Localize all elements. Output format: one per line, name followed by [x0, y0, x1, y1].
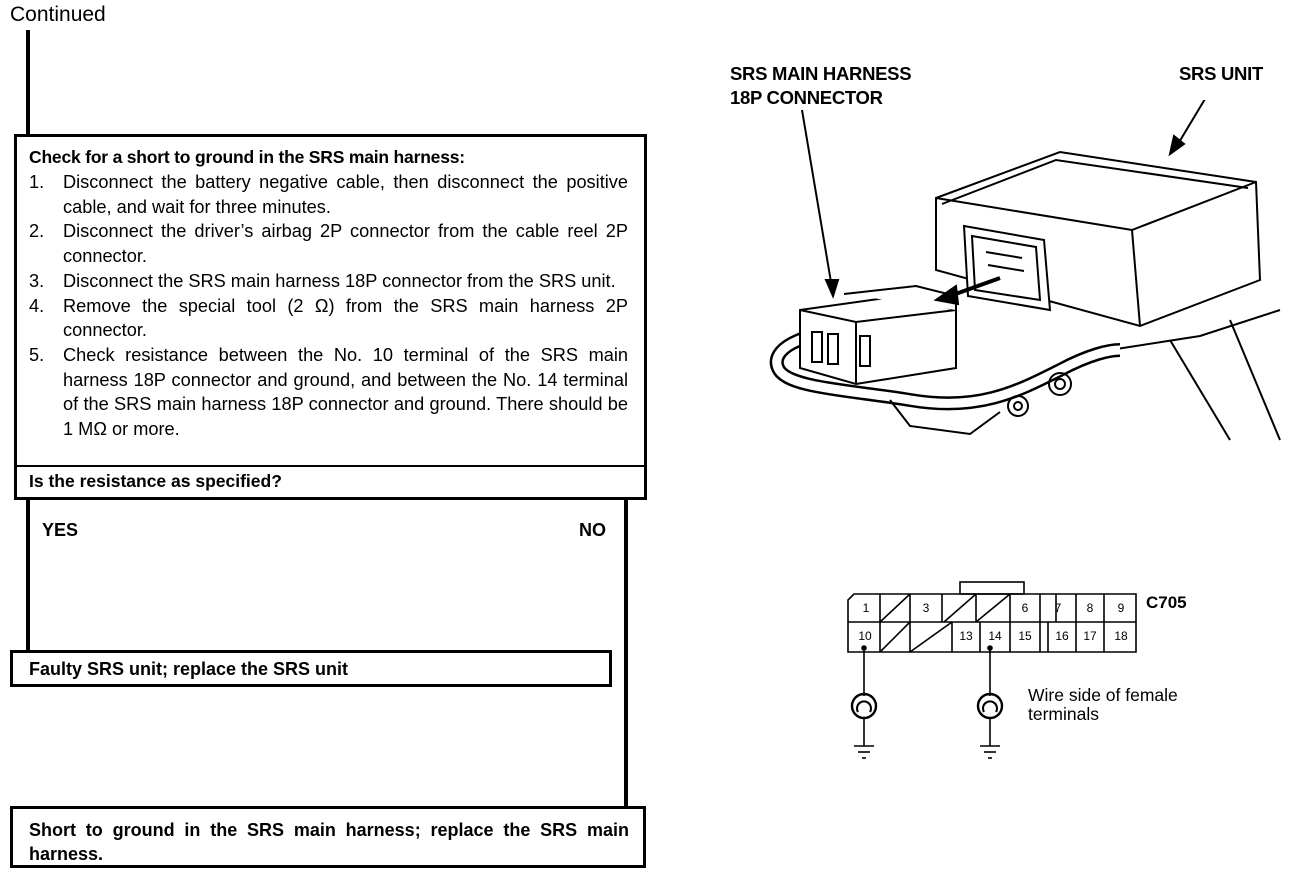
- no-branch-line: [624, 500, 628, 808]
- srs-unit-label: SRS UNIT: [1179, 63, 1263, 84]
- wire-side-note-line1: Wire side of female: [1028, 685, 1178, 705]
- check-box: Check for a short to ground in the SRS m…: [14, 134, 647, 500]
- connector-label-line1: SRS MAIN HARNESS: [730, 63, 912, 84]
- wire-side-note: Wire side of female terminals: [1028, 686, 1178, 724]
- check-step: 2. Disconnect the driver’s airbag 2P conn…: [17, 219, 644, 268]
- harness-connector-body: [799, 294, 957, 386]
- check-step: 1. Disconnect the battery negative cable,…: [17, 170, 644, 219]
- step-text: Disconnect the battery negative cable, t…: [63, 172, 628, 217]
- step-text: Check resistance between the No. 10 term…: [63, 344, 628, 440]
- terminal-1: 1: [863, 601, 870, 615]
- terminal-6: 6: [1022, 601, 1029, 615]
- bolt: [1007, 395, 1029, 417]
- terminal-13: 13: [959, 629, 973, 643]
- yes-label: YES: [42, 520, 79, 540]
- connector-leader-line: [801, 109, 833, 289]
- connector-label-line2: 18P CONNECTOR: [730, 87, 883, 108]
- yes-branch-line: [26, 500, 30, 652]
- wire-side-note-line2: terminals: [1028, 704, 1099, 724]
- step-text: Remove the special tool (2 Ω) from the S…: [63, 295, 628, 341]
- terminal-9: 9: [1118, 601, 1125, 615]
- step-number: 2.: [29, 221, 45, 242]
- terminal-8: 8: [1087, 601, 1094, 615]
- connector-id: C705: [1146, 593, 1187, 612]
- flow-line-top: [26, 30, 30, 136]
- check-title: Check for a short to ground in the SRS m…: [29, 147, 465, 167]
- check-steps: 1. Disconnect the battery negative cable,…: [17, 170, 644, 442]
- step-text: Disconnect the SRS main harness 18P conn…: [63, 270, 616, 291]
- step-number: 1.: [29, 172, 45, 192]
- continued-label: Continued: [10, 3, 106, 26]
- step-number: 3.: [29, 270, 45, 291]
- check-step: 3. Disconnect the SRS main harness 18P co…: [17, 269, 644, 294]
- terminal-14: 14: [988, 629, 1002, 643]
- no-result-box: Short to ground in the SRS main harness;…: [10, 806, 646, 868]
- ohmmeter-symbol: [976, 692, 1004, 720]
- ohmmeter-symbol: [850, 692, 878, 720]
- bolt: [1048, 372, 1072, 396]
- terminal-10: 10: [858, 629, 872, 643]
- step-number: 4.: [29, 295, 45, 316]
- question-text: Is the resistance as specified?: [17, 465, 644, 497]
- terminal-16: 16: [1055, 629, 1069, 643]
- yes-result-box: Faulty SRS unit; replace the SRS unit: [10, 650, 612, 687]
- check-step: 5. Check resistance between the No. 10 te…: [17, 343, 644, 442]
- check-step: 4. Remove the special tool (2 Ω) from the…: [17, 294, 644, 343]
- step-text: Disconnect the driver’s airbag 2P connec…: [63, 221, 628, 267]
- unit-leader-line: [1177, 100, 1206, 145]
- unit-leader-arrow: [1168, 134, 1186, 157]
- pull-arrow: [933, 284, 960, 306]
- terminal-18: 18: [1114, 629, 1128, 643]
- connector-label: SRS MAIN HARNESS 18P CONNECTOR: [730, 62, 912, 110]
- connector-leader-arrow: [824, 279, 840, 299]
- step-number: 5.: [29, 344, 45, 365]
- srs-unit-illustration: [769, 100, 1281, 441]
- connector-c705-diagram: 1 3 6 7 8 9 10 13 14 15 16 17 18: [847, 581, 1137, 759]
- terminal-15: 15: [1018, 629, 1032, 643]
- no-label: NO: [579, 520, 606, 540]
- terminal-17: 17: [1083, 629, 1097, 643]
- terminal-3: 3: [923, 601, 930, 615]
- terminal-7: 7: [1055, 601, 1062, 615]
